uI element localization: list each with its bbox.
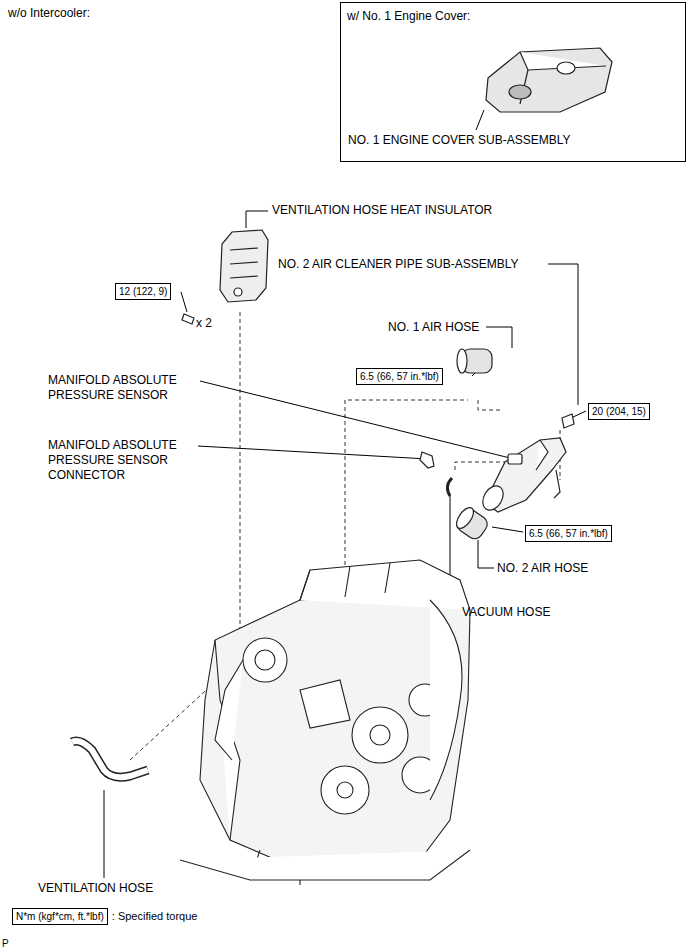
engine xyxy=(180,560,470,885)
ventilation-hose xyxy=(72,741,148,777)
part-name: NO. 1 ENGINE COVER SUB-ASSEMBLY xyxy=(348,133,571,148)
engine xyxy=(215,660,243,760)
torque-value: 20 (204, 15) xyxy=(592,405,646,418)
engine-cover xyxy=(486,48,612,112)
torque-box: 12 (122, 9) xyxy=(115,283,171,300)
part-name: VENTILATION HOSE xyxy=(38,881,153,896)
sensor xyxy=(420,452,434,468)
legend-box: N*m (kgf*cm, ft.*lbf) : Specified torque xyxy=(12,906,197,925)
air-cleaner-pipe xyxy=(479,438,566,514)
air-hose xyxy=(453,505,477,532)
air-cleaner-pipe xyxy=(554,470,560,498)
leader-line xyxy=(104,110,586,878)
leader-line xyxy=(478,540,494,568)
heat-insulator xyxy=(230,248,258,278)
air-cleaner-pipe xyxy=(536,440,548,470)
engine xyxy=(300,563,390,600)
heat-insulator xyxy=(234,288,242,296)
bolt xyxy=(182,314,194,324)
bolt xyxy=(562,414,574,428)
sensor xyxy=(447,478,452,496)
bolt xyxy=(182,314,574,428)
sensor xyxy=(420,452,522,496)
part-name: NO. 2 AIR HOSE xyxy=(497,561,588,576)
air-cleaner-pipe xyxy=(479,482,508,514)
leader-line xyxy=(492,527,523,532)
torque-value: 12 (122, 9) xyxy=(119,285,167,298)
engine-cover xyxy=(557,62,575,74)
engine xyxy=(370,725,390,745)
heat-insulator xyxy=(220,230,268,302)
part-name: VENTILATION HOSE HEAT INSULATOR xyxy=(272,203,492,218)
air-hose xyxy=(453,349,492,542)
engine xyxy=(200,590,470,870)
assembly-line xyxy=(478,400,500,410)
leader-line xyxy=(104,790,105,878)
engine-cover xyxy=(486,48,612,112)
torque-unit-sample: N*m (kgf*cm, ft.*lbf) xyxy=(12,908,108,925)
ventilation-hose xyxy=(72,741,148,777)
leader-line xyxy=(548,264,578,405)
engine xyxy=(243,638,287,682)
heat-insulator xyxy=(220,230,268,302)
leader-line xyxy=(476,110,484,130)
assembly-line xyxy=(455,462,508,470)
air-hose xyxy=(457,349,467,373)
engine xyxy=(255,650,275,670)
torque-box: 6.5 (66, 57 in.*lbf) xyxy=(525,525,612,542)
part-name: VACUUM HOSE xyxy=(462,605,550,620)
engine xyxy=(300,560,470,610)
leader-line xyxy=(486,327,512,348)
torque-box: 6.5 (66, 57 in.*lbf) xyxy=(356,368,443,385)
engine xyxy=(352,707,408,763)
leader-line xyxy=(200,381,514,459)
part-name: MANIFOLD ABSOLUTE PRESSURE SENSOR CONNEC… xyxy=(48,438,198,483)
condition-heading: w/o Intercooler: xyxy=(8,6,90,21)
part-name: MANIFOLD ABSOLUTE PRESSURE SENSOR xyxy=(48,373,198,403)
condition-heading: w/ No. 1 Engine Cover: xyxy=(347,9,470,24)
torque-box: 20 (204, 15) xyxy=(588,403,650,420)
leader-line xyxy=(571,411,586,418)
figure-code: P xyxy=(2,936,9,951)
engine xyxy=(337,782,353,798)
engine xyxy=(321,766,369,814)
leader-line xyxy=(181,292,187,312)
leader-line xyxy=(246,211,268,228)
torque-value: 6.5 (66, 57 in.*lbf) xyxy=(529,527,608,540)
torque-value: 6.5 (66, 57 in.*lbf) xyxy=(360,370,439,383)
ventilation-hose xyxy=(72,741,148,777)
assembly-line xyxy=(240,312,241,640)
engine xyxy=(180,850,470,880)
quantity: x 2 xyxy=(196,316,212,331)
sensor xyxy=(508,454,522,464)
leader-line xyxy=(198,446,428,459)
engine xyxy=(300,680,350,728)
engine-cover xyxy=(509,85,531,99)
legend-text: : Specified torque xyxy=(112,910,198,922)
part-name: NO. 1 AIR HOSE xyxy=(388,320,479,335)
part-name: NO. 2 AIR CLEANER PIPE SUB-ASSEMBLY xyxy=(278,257,519,272)
engine xyxy=(430,600,462,800)
option-box: w/ No. 1 Engine Cover: NO. 1 ENGINE COVER… xyxy=(340,2,686,162)
